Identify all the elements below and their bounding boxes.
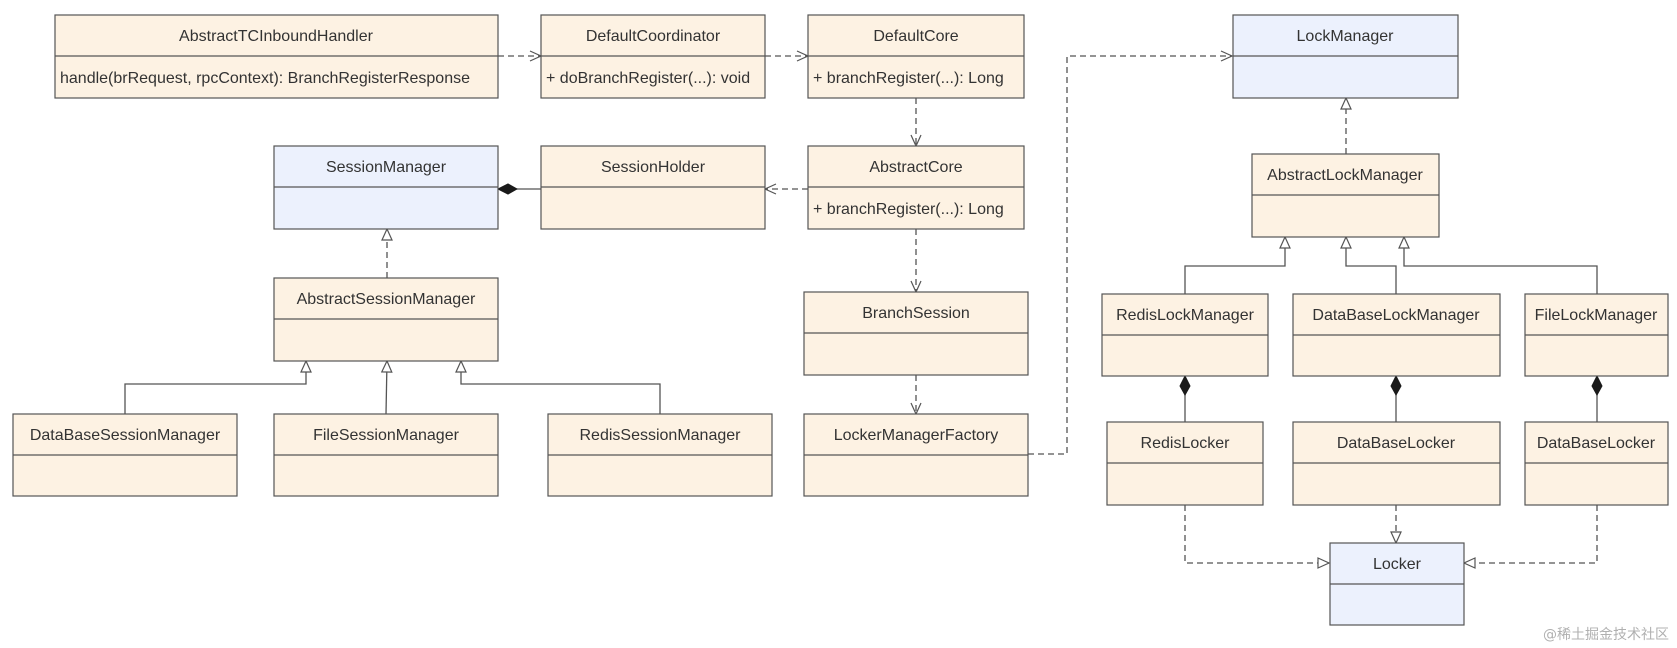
class-name: RedisLocker: [1141, 435, 1231, 452]
interface-session-manager: SessionManager: [273, 145, 499, 230]
edge-dbsessionmanager-to-abstractsessionmanager: [124, 359, 312, 414]
class-database-lock-manager: DataBaseLockManager: [1292, 293, 1501, 377]
class-abstract-lock-manager: AbstractLockManager: [1251, 153, 1440, 238]
edge-redislockmanager-to-abstractlockmanager: [1184, 235, 1291, 294]
class-method: handle(brRequest, rpcContext): BranchReg…: [60, 70, 470, 87]
class-database-session-manager: DataBaseSessionManager: [12, 413, 238, 497]
class-name: BranchSession: [862, 305, 970, 322]
edge-dblocker2-to-locker: [1462, 505, 1598, 569]
class-session-holder: SessionHolder: [540, 145, 766, 230]
edge-lockermanagerfactory-to-lockmanager: [1028, 50, 1234, 455]
edge-redissessionmanager-to-abstractsessionmanager: [455, 359, 661, 414]
class-method: + branchRegister(...): Long: [813, 70, 1004, 87]
class-name: RedisLockManager: [1116, 307, 1255, 324]
class-abstract-core: AbstractCore + branchRegister(...): Long: [807, 145, 1025, 230]
class-name: Locker: [1373, 556, 1422, 573]
class-name: DataBaseLocker: [1337, 435, 1456, 452]
class-default-coordinator: DefaultCoordinator + doBranchRegister(..…: [540, 14, 766, 99]
class-name: SessionHolder: [601, 159, 706, 176]
class-name: DefaultCore: [873, 28, 958, 45]
class-file-session-manager: FileSessionManager: [273, 413, 499, 497]
class-redis-lock-manager: RedisLockManager: [1101, 293, 1269, 377]
class-method: + branchRegister(...): Long: [813, 201, 1004, 218]
class-name: AbstractSessionManager: [297, 291, 476, 308]
class-name: AbstractTCInboundHandler: [179, 28, 374, 45]
class-name: DataBaseLocker: [1537, 435, 1656, 452]
class-method: + doBranchRegister(...): void: [546, 70, 750, 87]
class-name: AbstractCore: [869, 159, 962, 176]
class-name: FileSessionManager: [313, 427, 460, 444]
class-name: LockManager: [1297, 28, 1395, 45]
class-file-lock-manager: FileLockManager: [1524, 293, 1669, 377]
watermark: @稀土掘金技术社区: [1543, 627, 1669, 643]
class-locker-manager-factory: LockerManagerFactory: [803, 413, 1029, 497]
edge-redislocker-to-locker: [1184, 505, 1331, 569]
edge-filelockmanager-to-abstractlockmanager: [1398, 235, 1598, 294]
class-redis-locker: RedisLocker: [1106, 421, 1264, 506]
class-name: DataBaseSessionManager: [30, 427, 221, 444]
class-database-locker-2: DataBaseLocker: [1524, 421, 1669, 506]
class-branch-session: BranchSession: [803, 291, 1029, 376]
class-abstract-tc-inbound-handler: AbstractTCInboundHandler handle(brReques…: [54, 14, 499, 99]
class-abstract-session-manager: AbstractSessionManager: [273, 277, 499, 362]
class-name: AbstractLockManager: [1267, 167, 1423, 184]
class-redis-session-manager: RedisSessionManager: [547, 413, 773, 497]
class-name: DefaultCoordinator: [586, 28, 721, 45]
class-name: SessionManager: [326, 159, 447, 176]
interface-lock-manager: LockManager: [1232, 14, 1459, 99]
interface-locker: Locker: [1329, 542, 1465, 626]
class-name: LockerManagerFactory: [834, 427, 999, 444]
class-name: DataBaseLockManager: [1312, 307, 1480, 324]
class-name: FileLockManager: [1535, 307, 1658, 324]
class-database-locker-1: DataBaseLocker: [1292, 421, 1501, 506]
edge-dblockmanager-to-abstractlockmanager: [1340, 235, 1397, 294]
edge-filesessionmanager-to-abstractsessionmanager: [380, 359, 393, 415]
class-default-core: DefaultCore + branchRegister(...): Long: [807, 14, 1025, 99]
class-name: RedisSessionManager: [580, 427, 742, 444]
